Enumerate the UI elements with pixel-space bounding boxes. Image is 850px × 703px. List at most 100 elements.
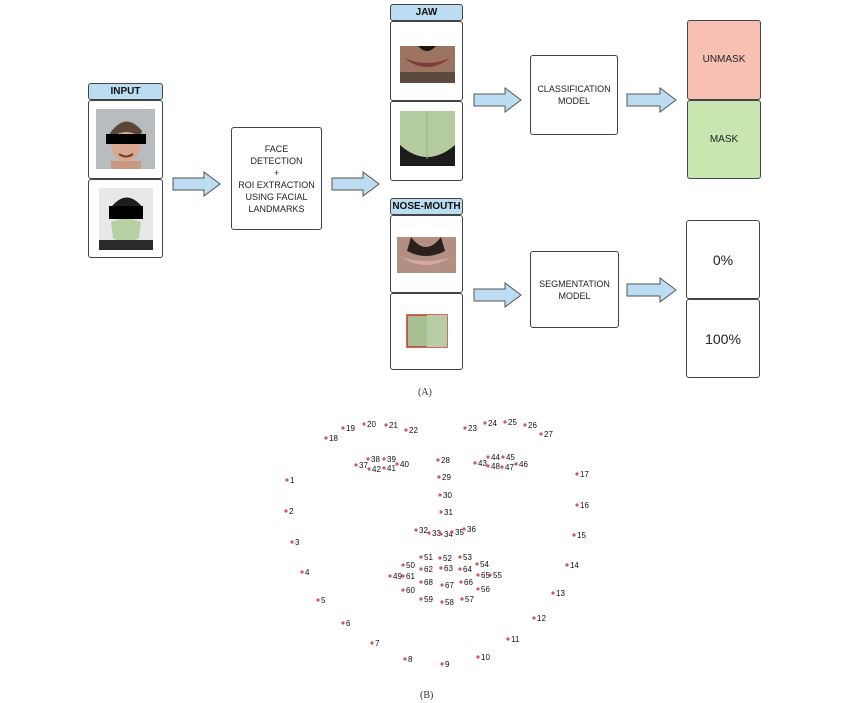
landmark-27: 27 bbox=[539, 430, 553, 439]
landmark-dot bbox=[439, 510, 443, 514]
landmark-label: 14 bbox=[570, 561, 579, 570]
landmark-label: 53 bbox=[463, 553, 472, 562]
landmark-label: 49 bbox=[393, 572, 402, 581]
landmark-30: 30 bbox=[438, 491, 452, 500]
landmark-dot bbox=[458, 567, 462, 571]
landmark-dot bbox=[476, 655, 480, 659]
landmark-42: 42 bbox=[367, 465, 381, 474]
landmark-dot bbox=[401, 588, 405, 592]
landmark-10: 10 bbox=[476, 653, 490, 662]
masked-face-photo bbox=[99, 188, 153, 250]
landmark-dot bbox=[388, 574, 392, 578]
landmark-15: 15 bbox=[572, 531, 586, 540]
landmark-22: 22 bbox=[404, 426, 418, 435]
jaw-header: JAW bbox=[390, 4, 463, 21]
landmark-dot bbox=[439, 532, 443, 536]
landmark-label: 60 bbox=[406, 586, 415, 595]
landmark-66: 66 bbox=[459, 578, 473, 587]
landmark-dot bbox=[395, 462, 399, 466]
landmark-label: 43 bbox=[478, 459, 487, 468]
landmark-label: 54 bbox=[480, 560, 489, 569]
landmark-35: 35 bbox=[450, 528, 464, 537]
caption-b: (B) bbox=[420, 690, 434, 701]
landmark-label: 52 bbox=[443, 554, 452, 563]
landmark-60: 60 bbox=[401, 586, 415, 595]
output-unmask: UNMASK bbox=[687, 20, 761, 100]
landmark-label: 59 bbox=[424, 595, 433, 604]
landmark-dot bbox=[476, 573, 480, 577]
unmasked-face-photo bbox=[96, 109, 155, 169]
caption-a: (A) bbox=[418, 387, 432, 398]
landmark-label: 26 bbox=[528, 421, 537, 430]
landmark-2: 2 bbox=[284, 507, 294, 516]
landmark-label: 12 bbox=[537, 614, 546, 623]
landmark-label: 4 bbox=[305, 568, 310, 577]
landmark-49: 49 bbox=[388, 572, 402, 581]
landmark-label: 30 bbox=[443, 491, 452, 500]
landmark-label: 42 bbox=[372, 465, 381, 474]
landmark-dot bbox=[486, 464, 490, 468]
landmark-label: 24 bbox=[488, 419, 497, 428]
landmark-61: 61 bbox=[401, 572, 415, 581]
landmark-label: 22 bbox=[409, 426, 418, 435]
landmark-label: 27 bbox=[544, 430, 553, 439]
landmark-33: 33 bbox=[427, 529, 441, 538]
landmark-dot bbox=[486, 455, 490, 459]
unmasked-nose-mouth-crop bbox=[397, 237, 456, 273]
landmark-5: 5 bbox=[316, 596, 326, 605]
landmark-label: 39 bbox=[387, 455, 396, 464]
roi-extraction-box: FACE DETECTION + ROI EXTRACTION USING FA… bbox=[231, 127, 322, 230]
landmark-dot bbox=[384, 423, 388, 427]
landmark-dot bbox=[506, 637, 510, 641]
landmark-8: 8 bbox=[403, 655, 413, 664]
landmark-dot bbox=[403, 657, 407, 661]
landmark-dot bbox=[284, 509, 288, 513]
landmark-dot bbox=[401, 563, 405, 567]
landmark-59: 59 bbox=[419, 595, 433, 604]
landmark-37: 37 bbox=[354, 461, 368, 470]
landmark-label: 41 bbox=[387, 464, 396, 473]
landmark-dot bbox=[341, 621, 345, 625]
jaw-cell-masked bbox=[390, 101, 463, 181]
landmark-20: 20 bbox=[362, 420, 376, 429]
landmark-dot bbox=[437, 475, 441, 479]
landmark-label: 17 bbox=[580, 470, 589, 479]
landmark-label: 35 bbox=[455, 528, 464, 537]
landmark-58: 58 bbox=[440, 598, 454, 607]
landmark-label: 65 bbox=[481, 571, 490, 580]
landmark-label: 47 bbox=[505, 463, 514, 472]
landmark-55: 55 bbox=[488, 571, 502, 580]
landmark-dot bbox=[458, 555, 462, 559]
landmark-dot bbox=[460, 597, 464, 601]
landmark-label: 45 bbox=[506, 453, 515, 462]
landmark-45: 45 bbox=[501, 453, 515, 462]
landmark-28: 28 bbox=[436, 456, 450, 465]
landmark-label: 57 bbox=[465, 595, 474, 604]
landmark-dot bbox=[419, 555, 423, 559]
landmark-label: 62 bbox=[424, 565, 433, 574]
landmark-64: 64 bbox=[458, 565, 472, 574]
jaw-cell-unmasked bbox=[390, 21, 463, 101]
landmark-18: 18 bbox=[324, 434, 338, 443]
landmark-54: 54 bbox=[475, 560, 489, 569]
landmark-label: 5 bbox=[321, 596, 326, 605]
masked-nose-mouth-crop bbox=[406, 314, 448, 348]
landmark-dot bbox=[459, 580, 463, 584]
landmark-dot bbox=[285, 478, 289, 482]
landmark-dot bbox=[500, 465, 504, 469]
landmark-25: 25 bbox=[503, 418, 517, 427]
landmark-36: 36 bbox=[462, 525, 476, 534]
landmark-62: 62 bbox=[419, 565, 433, 574]
nose-mouth-cell-masked bbox=[390, 293, 463, 370]
landmark-label: 6 bbox=[346, 619, 351, 628]
landmark-dot bbox=[572, 533, 576, 537]
landmark-label: 66 bbox=[464, 578, 473, 587]
landmark-11: 11 bbox=[506, 635, 520, 644]
landmark-label: 32 bbox=[419, 526, 428, 535]
landmark-dot bbox=[514, 462, 518, 466]
arrow-nose-mouth-to-segmentation bbox=[473, 282, 522, 308]
landmark-dot bbox=[316, 598, 320, 602]
landmark-48: 48 bbox=[486, 462, 500, 471]
arrow-classification-to-output bbox=[626, 87, 677, 113]
